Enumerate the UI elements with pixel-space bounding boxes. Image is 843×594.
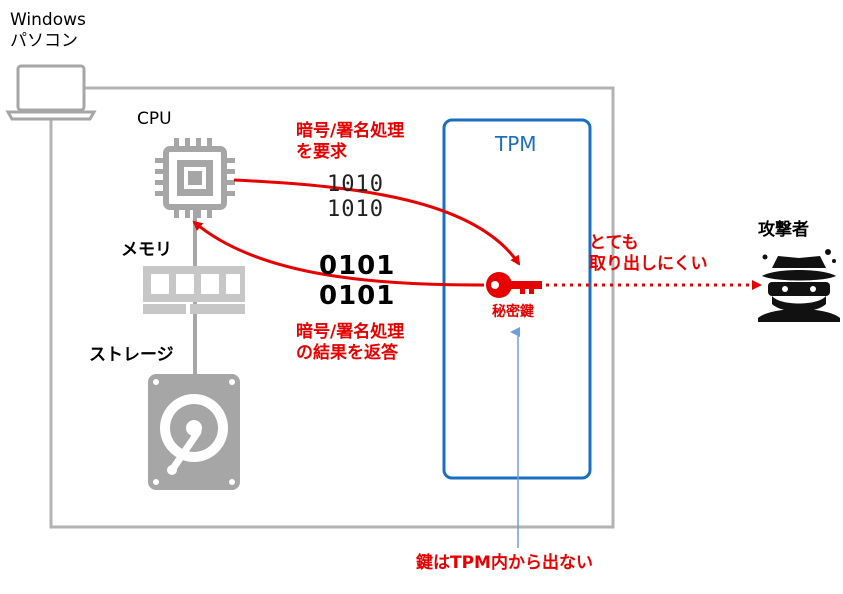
response-label-line1: 暗号/署名処理 xyxy=(296,322,405,342)
extraction-label-line1: とても xyxy=(589,233,639,253)
tpm-box xyxy=(442,118,592,480)
attacker-label: 攻撃者 xyxy=(758,220,809,240)
pc-label-line2: パソコン xyxy=(10,31,78,52)
pc-label-line1: Windows xyxy=(10,10,86,30)
key-stays-note: 鍵はTPM内から出ない xyxy=(416,553,593,573)
request-bits-line2: 1010 xyxy=(327,197,384,223)
key-icon xyxy=(486,272,542,298)
storage-label: ストレージ xyxy=(89,345,174,365)
memory-module-icon xyxy=(143,266,245,314)
cpu-label: CPU xyxy=(137,109,172,129)
response-label-line2: の結果を返答 xyxy=(296,343,398,364)
hard-disk-icon xyxy=(148,374,240,490)
pc-label: Windows パソコン xyxy=(10,10,86,53)
request-label-line2: を要求 xyxy=(296,142,347,163)
request-bits-line1: 1010 xyxy=(327,172,384,197)
tpm-label: TPM xyxy=(495,132,537,156)
response-arrow xyxy=(192,220,485,287)
pc-frame xyxy=(49,86,615,529)
cpu-chip-icon xyxy=(155,138,235,218)
response-bits-line2: 0101 xyxy=(319,280,396,311)
request-label: 暗号/署名処理 を要求 xyxy=(296,121,404,164)
request-label-line1: 暗号/署名処理 xyxy=(296,121,405,141)
extraction-label: とても 取り出しにくい xyxy=(589,233,708,276)
secret-key-label: 秘密鍵 xyxy=(492,304,534,320)
extraction-label-line2: 取り出しにくい xyxy=(589,254,708,275)
request-arrow xyxy=(233,178,521,266)
response-bits-line1: 0101 xyxy=(319,251,396,281)
request-bits: 1010 1010 xyxy=(327,172,384,223)
response-label: 暗号/署名処理 の結果を返答 xyxy=(296,322,404,365)
laptop-icon xyxy=(5,64,97,121)
response-bits: 0101 0101 xyxy=(319,251,396,312)
attacker-icon xyxy=(758,249,840,322)
memory-label: メモリ xyxy=(121,240,172,260)
